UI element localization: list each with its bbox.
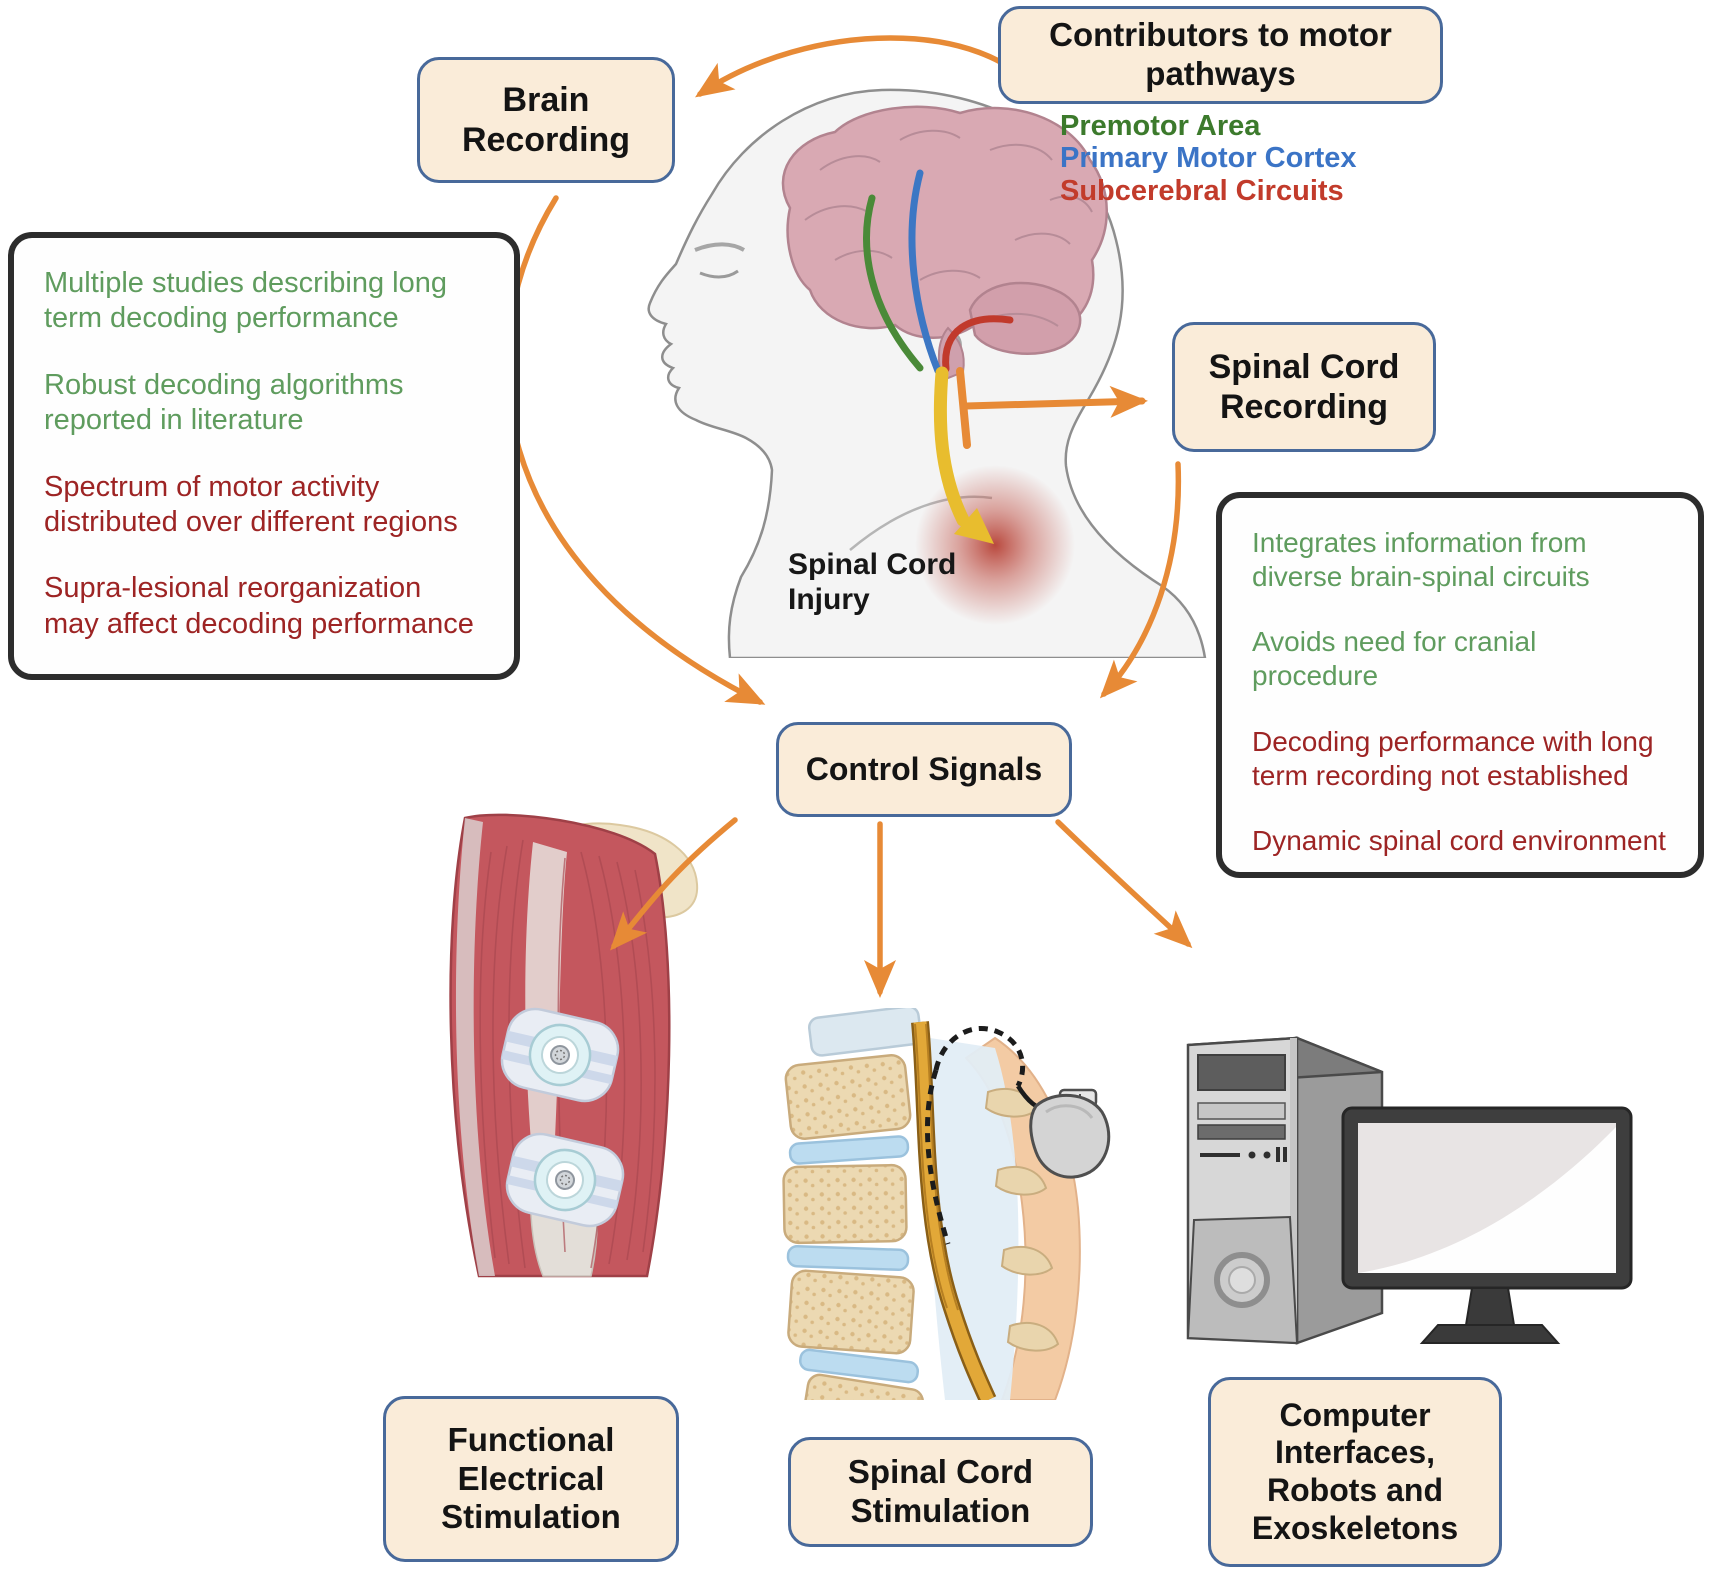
electrode-lead	[924, 1069, 951, 1245]
legend-primary-motor: Primary Motor Cortex	[1060, 142, 1357, 175]
node-spinal-cord-recording: Spinal Cord Recording	[1172, 322, 1436, 452]
head-profile-illustration	[647, 88, 1207, 658]
spinal-recording-notes-panel: Integrates information from diverse brai…	[1216, 492, 1704, 878]
note-item: Decoding performance with long term reco…	[1252, 725, 1654, 791]
vertebral-column	[782, 1008, 924, 1400]
note-item: Integrates information from diverse brai…	[1252, 527, 1590, 593]
node-functional-electrical-stimulation: Functional Electrical Stimulation	[383, 1396, 679, 1562]
spinal-cord-arrowhead	[954, 508, 994, 544]
legend-subcerebral: Subcerebral Circuits	[1060, 174, 1344, 207]
tower	[1186, 1036, 1384, 1345]
premotor-pathway	[863, 194, 924, 372]
note-item: Supra-lesional reorganization may affect…	[44, 572, 474, 640]
arrow-spinal-recording-to-control	[1099, 461, 1182, 699]
note-item: Dynamic spinal cord environment	[1252, 824, 1666, 856]
node-fes-label: Functional Electrical Stimulation	[441, 1420, 621, 1536]
computer-illustration	[1186, 1036, 1633, 1345]
recording-tbar	[956, 367, 971, 449]
monitor	[1341, 1106, 1633, 1344]
arrow-control-to-computer	[1055, 819, 1193, 949]
motor-pathways-legend: Premotor Area Primary Motor Cortex Subce…	[1060, 110, 1357, 207]
pulse-generator	[1029, 1088, 1111, 1179]
node-spinal-cord-stimulation: Spinal Cord Stimulation	[788, 1437, 1093, 1547]
spine-stimulator-illustration	[782, 1008, 1111, 1400]
node-spinal-cord-recording-label: Spinal Cord Recording	[1208, 347, 1400, 426]
electrode-disc-1	[500, 1007, 620, 1103]
cerebellum	[968, 281, 1082, 355]
note-item: Avoids need for cranial procedure	[1252, 626, 1537, 692]
node-brain-recording: Brain Recording	[417, 57, 675, 183]
node-computer-interfaces-label: Computer Interfaces, Robots and Exoskele…	[1251, 1396, 1459, 1546]
node-scs-label: Spinal Cord Stimulation	[847, 1453, 1034, 1529]
subcerebral-pathway	[942, 315, 1014, 373]
node-control-signals: Control Signals	[776, 722, 1072, 817]
note-item: Robust decoding algorithms reported in l…	[44, 368, 404, 437]
node-contributors: Contributors to motor pathways	[998, 6, 1443, 104]
electrode-disc-2	[505, 1132, 625, 1228]
arrow-cord-to-spinal-recording	[962, 385, 1148, 418]
brain-illustration	[781, 105, 1108, 339]
node-control-signals-label: Control Signals	[805, 750, 1043, 787]
legend-premotor: Premotor Area	[1060, 110, 1261, 142]
spinal-cord-path	[933, 366, 970, 527]
node-contributors-label: Contributors to motor pathways	[1049, 16, 1392, 92]
primary-motor-pathway	[908, 169, 942, 375]
node-brain-recording-label: Brain Recording	[461, 80, 631, 159]
node-computer-interfaces: Computer Interfaces, Robots and Exoskele…	[1208, 1377, 1502, 1567]
note-item: Multiple studies describing long term de…	[44, 267, 447, 335]
arrow-control-to-fes	[610, 817, 738, 951]
arrow-head-to-brain-recording	[695, 35, 1043, 99]
brain-recording-notes-panel: Multiple studies describing long term de…	[8, 232, 520, 680]
arrow-brain-to-control	[504, 195, 766, 705]
spinal-cord-injury-label: Spinal Cord Injury	[788, 548, 957, 616]
note-item: Spectrum of motor activity distributed o…	[44, 470, 458, 538]
